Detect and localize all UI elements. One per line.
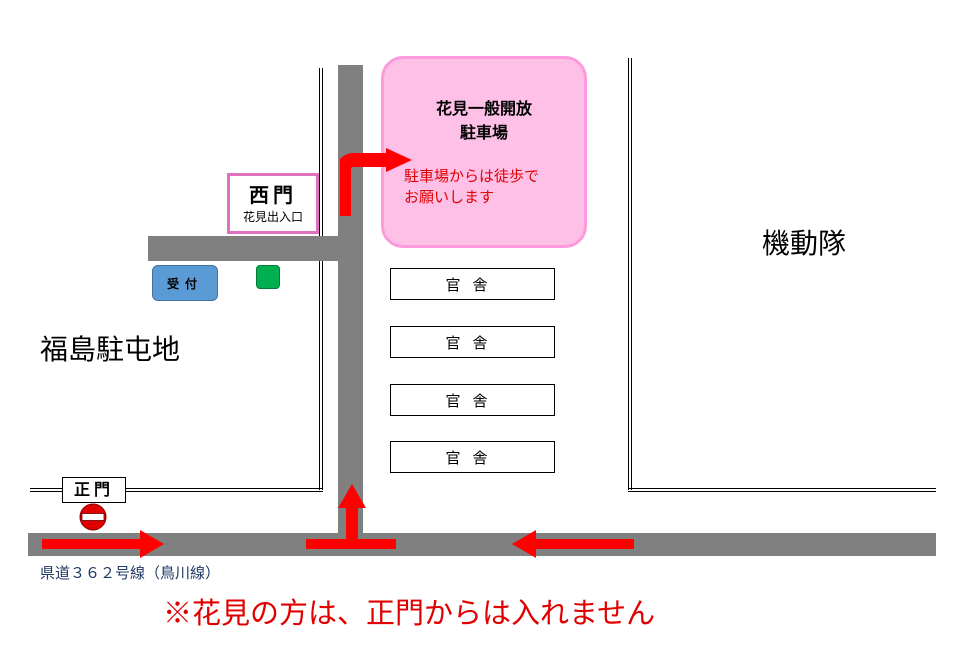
arrow-to-parking-icon [340,148,412,216]
building-1: 官舎 [390,268,555,300]
fence-south-east [628,488,936,492]
building-4: 官舎 [390,441,555,473]
road-prefectural [28,533,936,556]
road-vertical [338,65,363,545]
area-left-label: 福島駐屯地 [40,333,181,366]
road-label: 県道３６２号線（鳥川線） [40,564,221,582]
building-3: 官舎 [390,384,555,416]
parking-note-2: お願いします [404,188,495,206]
fence-east [628,58,632,490]
parking-title-2: 駐車場 [459,123,508,142]
parking-title: 花見一般開放 [435,99,532,118]
fence-south-west [30,488,323,492]
west-gate-sub: 花見出入口 [242,210,303,224]
area-right-label: 機動隊 [762,227,847,260]
reception-booth: 受付 [152,265,218,301]
arrow-west-icon [512,530,634,558]
parking-note: 駐車場からは徒歩で [404,167,540,185]
west-gate-name: 西門 [249,183,297,207]
no-entry-icon [79,503,107,531]
parking-lot: 花見一般開放 駐車場 駐車場からは徒歩で お願いします [381,56,587,248]
building-2: 官舎 [390,326,555,358]
west-gate-label: 西門 花見出入口 [227,173,319,234]
notice-text: ※花見の方は、正門からは入れません [163,596,656,630]
main-gate-label: 正門 [62,477,126,503]
fence-west [319,68,323,490]
road-west-branch [148,236,348,261]
arrow-turn-north-icon [306,484,396,549]
green-marker [256,265,280,289]
arrow-east-icon [42,530,164,558]
